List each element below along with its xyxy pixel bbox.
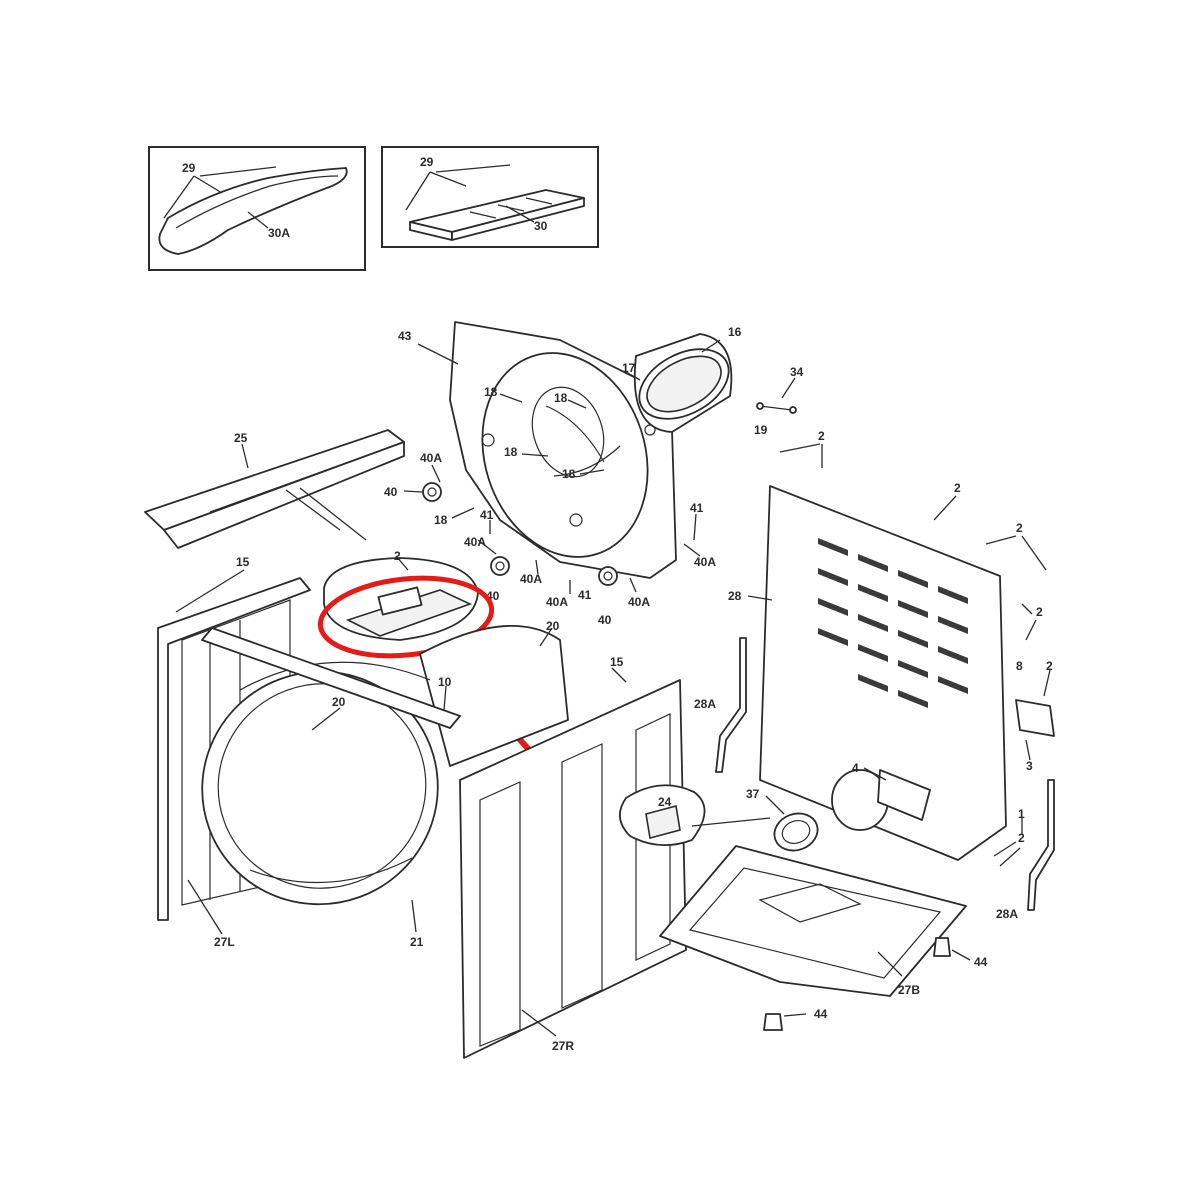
callout-10: 10 <box>438 675 452 689</box>
callout-37: 37 <box>746 787 760 801</box>
callout-29-inset-left: 29 <box>182 161 196 175</box>
callout-18-b: 18 <box>554 391 568 405</box>
side-strips-28A: 28A 28A <box>694 637 1055 921</box>
callout-30: 30 <box>534 219 548 233</box>
callout-27B: 27B <box>898 983 920 997</box>
front-panel-right: 27R 15 <box>459 655 687 1059</box>
screws-2: 2 2 2 2 2 8 3 1 2 <box>779 429 1055 867</box>
inset-right: 29 30 <box>381 146 599 248</box>
bulkhead-opening <box>481 352 649 558</box>
inset-left: 29 30A <box>148 146 366 271</box>
roller-40-b <box>490 556 510 576</box>
callout-15-a: 15 <box>236 555 250 569</box>
bracket-4 <box>877 769 931 821</box>
callout-21: 21 <box>410 935 424 949</box>
roller-40-a <box>422 482 442 502</box>
callout-2-d: 2 <box>1036 605 1043 619</box>
duct-and-seal: 24 37 <box>619 784 819 852</box>
bulkhead-labels-18: 18 18 18 18 18 <box>434 385 605 527</box>
grille-mesh <box>646 355 722 413</box>
seal-37 <box>773 812 819 852</box>
base-27B <box>659 845 967 997</box>
callout-40A-c: 40A <box>520 572 542 586</box>
foot-44-b <box>763 1013 783 1031</box>
panel-27R <box>459 679 687 1059</box>
top-bracket-25: 25 <box>144 429 405 549</box>
callout-15-b: 15 <box>610 655 624 669</box>
highlight-circle <box>317 575 495 659</box>
callout-40A-d: 40A <box>546 595 568 609</box>
callout-28: 28 <box>728 589 742 603</box>
callout-18-a: 18 <box>484 385 498 399</box>
callout-27R: 27R <box>552 1039 574 1053</box>
callout-18-e: 18 <box>434 513 448 527</box>
callout-2-board: 2 <box>394 549 401 563</box>
callout-25: 25 <box>234 431 248 445</box>
back-panel: 4 28 <box>728 485 1007 861</box>
drum-front-ring <box>201 670 439 906</box>
callout-19: 19 <box>754 423 768 437</box>
strip-28A-left <box>715 637 747 773</box>
drum-shell <box>419 625 569 767</box>
lint-filter-grille: 16 17 <box>622 325 742 433</box>
roller-40-c <box>598 566 618 586</box>
panel-27L <box>157 577 311 921</box>
callout-40-a: 40 <box>384 485 398 499</box>
callout-29-inset-right: 29 <box>420 155 434 169</box>
callout-44-b: 44 <box>814 1007 828 1021</box>
drum-rollers: 40 40A 41 40A 40 40A 40A 41 40 40A 41 40… <box>384 451 716 627</box>
callout-16: 16 <box>728 325 742 339</box>
callout-34: 34 <box>790 365 804 379</box>
callout-4: 4 <box>852 761 859 775</box>
inset-left-part-30A <box>158 167 348 255</box>
callout-30A: 30A <box>268 226 290 240</box>
callout-28A-b: 28A <box>996 907 1018 921</box>
callout-41-b: 41 <box>578 588 592 602</box>
front-crossbar: 10 <box>201 627 461 729</box>
callout-2-e: 2 <box>1046 659 1053 673</box>
callout-2-f: 2 <box>1018 831 1025 845</box>
callout-18-d: 18 <box>562 467 576 481</box>
panel-28 <box>759 485 1007 861</box>
bracket-3 <box>1015 699 1055 737</box>
bracket-top-face <box>144 429 405 531</box>
duct-24 <box>645 805 681 839</box>
callout-8: 8 <box>1016 659 1023 673</box>
callout-18-c: 18 <box>504 445 518 459</box>
callout-1: 1 <box>1018 807 1025 821</box>
callout-20-a: 20 <box>546 619 560 633</box>
callout-3: 3 <box>1026 759 1033 773</box>
screws-34-19: 34 19 <box>754 365 804 437</box>
callout-24: 24 <box>658 795 672 809</box>
callout-28A-a: 28A <box>694 697 716 711</box>
callout-40A-a: 40A <box>420 451 442 465</box>
callout-41-c: 41 <box>690 501 704 515</box>
callout-43: 43 <box>398 329 412 343</box>
callout-2-c: 2 <box>1016 521 1023 535</box>
callout-40A-e: 40A <box>628 595 650 609</box>
base-pan: 27B 44 44 <box>659 845 988 1031</box>
callout-40A-f: 40A <box>694 555 716 569</box>
callout-20-b: 20 <box>332 695 346 709</box>
callout-17: 17 <box>622 361 636 375</box>
callout-27L: 27L <box>214 935 235 949</box>
callout-41-a: 41 <box>480 508 494 522</box>
crossbar-10 <box>201 627 461 729</box>
callout-2-a: 2 <box>818 429 825 443</box>
strip-28A-right <box>1027 779 1055 911</box>
drum: 20 20 21 <box>201 619 569 949</box>
foot-44-a <box>933 937 951 957</box>
rear-bulkhead: 43 <box>398 321 677 579</box>
callout-44-a: 44 <box>974 955 988 969</box>
callout-40A-b: 40A <box>464 535 486 549</box>
back-panel-vents <box>818 538 968 708</box>
callout-40-c: 40 <box>598 613 612 627</box>
callout-2-b: 2 <box>954 481 961 495</box>
